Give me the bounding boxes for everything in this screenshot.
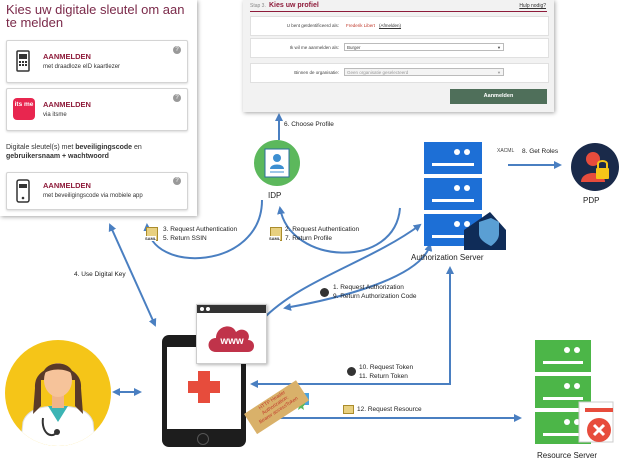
step-11-label: 11. Return Token [359, 373, 408, 380]
step-12-label: 12. Request Resource [357, 406, 422, 413]
resource-server-label: Resource Server [537, 451, 598, 460]
help-link[interactable]: Hulp nodig? [519, 3, 546, 9]
step-7-label: 7. Return Profile [285, 235, 332, 242]
pdp-label: PDP [583, 196, 600, 205]
step-4-label: 4. Use Digital Key [74, 271, 126, 278]
profile-step: Stap 3. [250, 3, 266, 9]
login-card-itsme[interactable]: its me AANMELDEN via itsme ? [6, 88, 188, 131]
chevron-down-icon: ▼ [497, 70, 501, 75]
step-1-label: 1. Request Authorization [333, 284, 404, 291]
card-title: AANMELDEN [43, 52, 91, 61]
step-3-label: 3. Request Authentication [163, 226, 238, 233]
profile-document-icon [264, 148, 290, 178]
logout-link[interactable]: (Afmelden) [379, 23, 402, 28]
profile-panel: Stap 3. Kies uw profiel Hulp nodig? U be… [243, 0, 554, 112]
mobile-app-icon [16, 179, 30, 203]
login-panel-title: Kies uw digitale sleutel om aan te melde… [6, 2, 185, 30]
organisation-row: Binnen de organisatie: Geen organisatie … [250, 63, 549, 83]
idp-label: IDP [268, 191, 282, 200]
help-icon[interactable]: ? [173, 177, 181, 185]
login-button[interactable]: Aanmelden [450, 89, 547, 104]
profile-title: Kies uw profiel [269, 2, 319, 9]
organisation-value: Geen organisatie geselecteerd [347, 70, 409, 75]
authorization-server-icon [424, 142, 506, 250]
medical-cross-icon [188, 371, 220, 403]
note-bold: beveiligingscode [75, 144, 133, 151]
card-subtitle: via itsme [43, 112, 67, 118]
help-icon[interactable]: ? [173, 46, 181, 54]
browser-titlebar [197, 305, 266, 313]
idp-node [254, 140, 300, 186]
arrow-request-token [250, 266, 454, 388]
organisation-label: Binnen de organisatie: [294, 70, 339, 75]
doctor-avatar [5, 340, 111, 446]
resource-server-icon [535, 340, 614, 444]
arrow-use-digital-key [108, 223, 157, 327]
token-icon [347, 367, 356, 376]
card-title: AANMELDEN [43, 181, 91, 190]
step-10-label: 10. Request Token [359, 364, 414, 371]
identified-label: U bent geïdentificeerd als: [286, 23, 339, 28]
step-5-label: 5. Return SSIN [163, 235, 207, 242]
organisation-select[interactable]: Geen organisatie geselecteerd ▼ [344, 68, 504, 76]
card-subtitle: met draadloze eID kaartlezer [43, 64, 121, 70]
window-dot-icon [200, 307, 204, 311]
browser-window: www [196, 304, 267, 364]
authorization-server-label: Authorization Server [411, 253, 484, 262]
step-6-label: 6. Choose Profile [284, 121, 334, 128]
phone-home-button [197, 433, 209, 445]
note-text: en [132, 144, 142, 151]
xacml-label: XACML [497, 148, 515, 154]
card-subtitle: met beveiligingscode via mobiele app [43, 193, 143, 199]
user-name: Frederik Libert [346, 23, 376, 28]
login-card-eid[interactable]: AANMELDEN met draadloze eID kaartlezer ? [6, 40, 188, 83]
identified-row: U bent geïdentificeerd als: Frederik Lib… [250, 16, 549, 36]
card-title: AANMELDEN [43, 100, 91, 109]
step-8-label: 8. Get Roles [522, 148, 559, 155]
itsme-logo: its me [13, 98, 35, 120]
login-panel: Kies uw digitale sleutel om aan te melde… [0, 0, 197, 216]
title-divider [250, 11, 547, 12]
user-lock-icon [581, 152, 609, 182]
step-2-label: 2. Request Authentication [285, 226, 360, 233]
login-card-mobile-app[interactable]: AANMELDEN met beveiligingscode via mobie… [6, 172, 188, 210]
role-select[interactable]: Burger ▼ [344, 43, 504, 51]
card-reader-icon [16, 50, 30, 72]
cloud-icon [208, 326, 254, 352]
note-text: Digitale sleutel(s) met [6, 144, 76, 151]
login-note: Digitale sleutel(s) met beveiligingscode… [6, 143, 192, 161]
step-9-label: 9. Return Authorization Code [333, 293, 417, 300]
role-label: Ik wil me aanmelden als: [289, 45, 339, 50]
token-document-icon [343, 405, 354, 414]
pdp-node [571, 143, 619, 191]
saml-label: SAML [145, 236, 157, 241]
help-icon[interactable]: ? [173, 94, 181, 102]
www-label: www [220, 336, 244, 347]
role-row: Ik wil me aanmelden als: Burger ▼ [250, 38, 549, 58]
chevron-down-icon: ▼ [497, 45, 501, 50]
window-dot-icon [206, 307, 210, 311]
saml-label: SAML [269, 236, 281, 241]
note-bold: gebruikersnaam + wachtwoord [6, 153, 109, 160]
role-value: Burger [347, 45, 361, 50]
token-icon [320, 288, 329, 297]
